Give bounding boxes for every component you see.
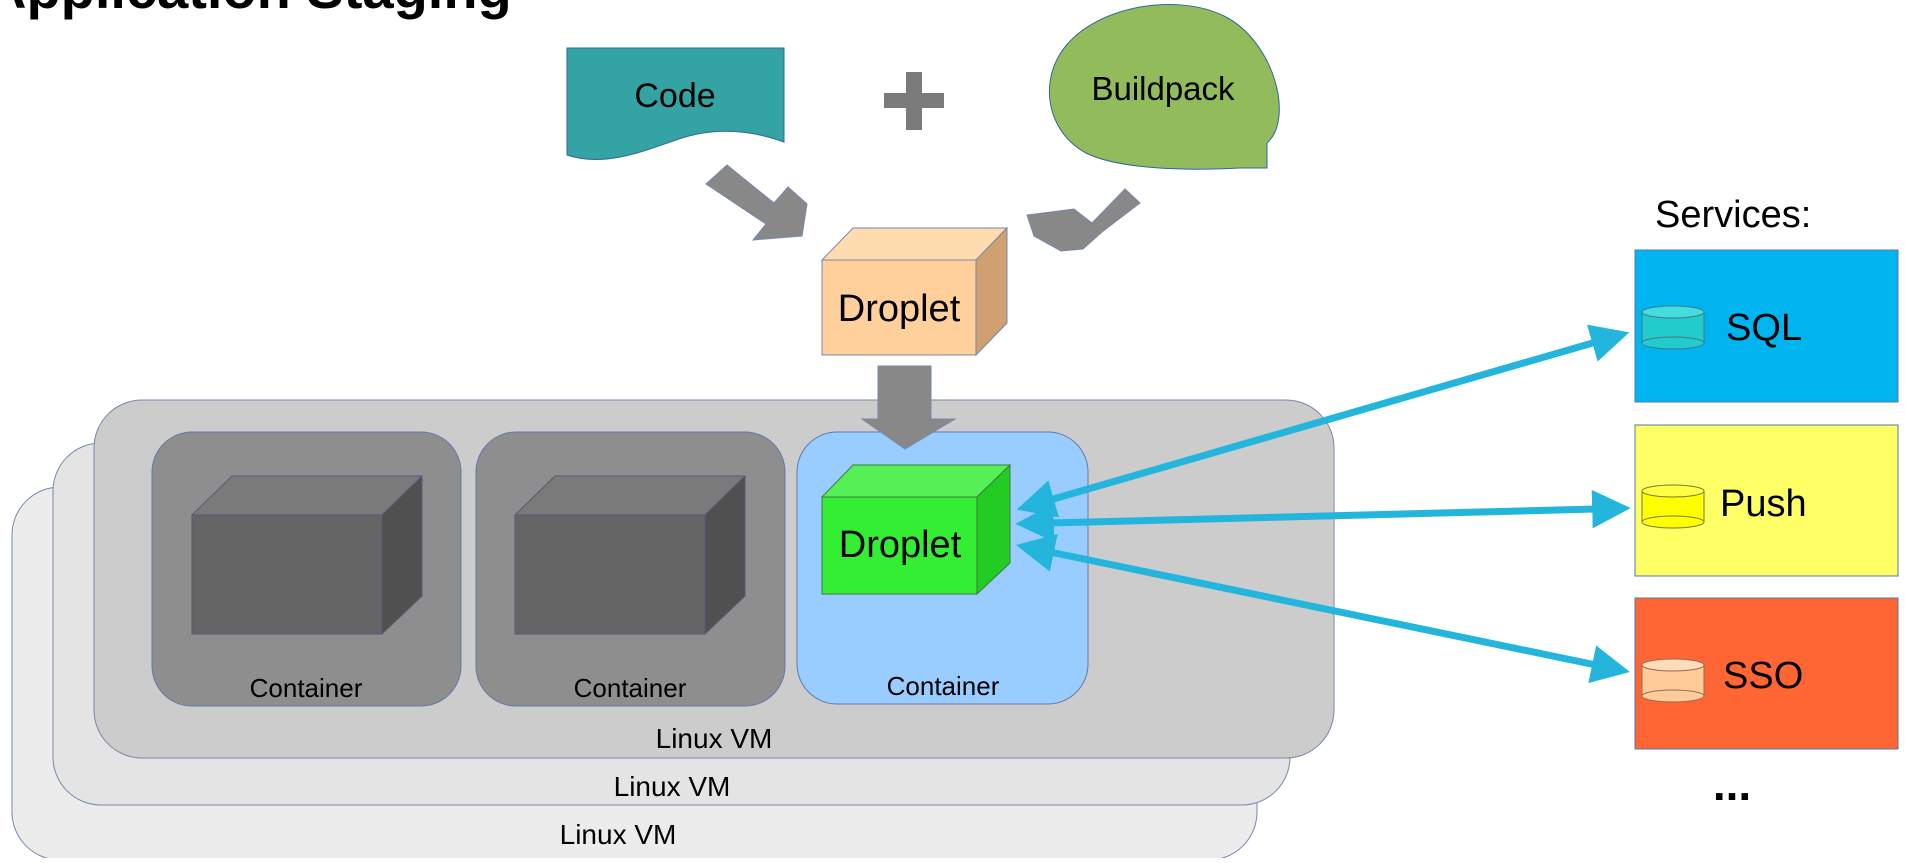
code-input: Code (566, 47, 785, 161)
service-sql: SQL (1634, 249, 1899, 403)
deploy-arrow (860, 365, 957, 450)
code-label: Code (634, 77, 715, 115)
container-label: Container (250, 673, 363, 703)
binding-arrow-sso (1016, 533, 1630, 684)
binding-arrow-sql (1016, 324, 1630, 518)
buildpack-label: Buildpack (1091, 70, 1235, 107)
more-services-ellipsis: ... (1713, 758, 1751, 810)
droplet-running-label: Droplet (839, 524, 962, 566)
plus-icon (884, 72, 944, 130)
linux-vm-label: Linux VM (614, 771, 731, 802)
service-sql-label: SQL (1726, 307, 1802, 349)
buildpack-to-droplet-arrow (1026, 188, 1141, 252)
binding-arrow-push (1015, 489, 1631, 543)
diagram-title: Application Staging (0, 0, 512, 21)
linux-vm-label: Linux VM (560, 819, 677, 850)
buildpack-input: Buildpack (1048, 4, 1280, 170)
service-push: Push (1634, 424, 1899, 577)
service-push-label: Push (1720, 483, 1807, 525)
service-sso-label: SSO (1723, 655, 1803, 697)
linux-vm-label: Linux VM (656, 723, 773, 754)
container-3-active: Droplet Container (796, 431, 1089, 705)
container-2: Container (475, 431, 786, 707)
container-1: Container (151, 431, 462, 707)
droplet-staged-label: Droplet (838, 288, 961, 330)
container-label: Container (574, 673, 687, 703)
droplet-staged: Droplet (820, 226, 1009, 357)
services-heading: Services: (1655, 194, 1811, 236)
container-label: Container (887, 671, 1000, 701)
service-sso: SSO (1634, 597, 1899, 750)
code-to-droplet-arrow (705, 164, 808, 241)
